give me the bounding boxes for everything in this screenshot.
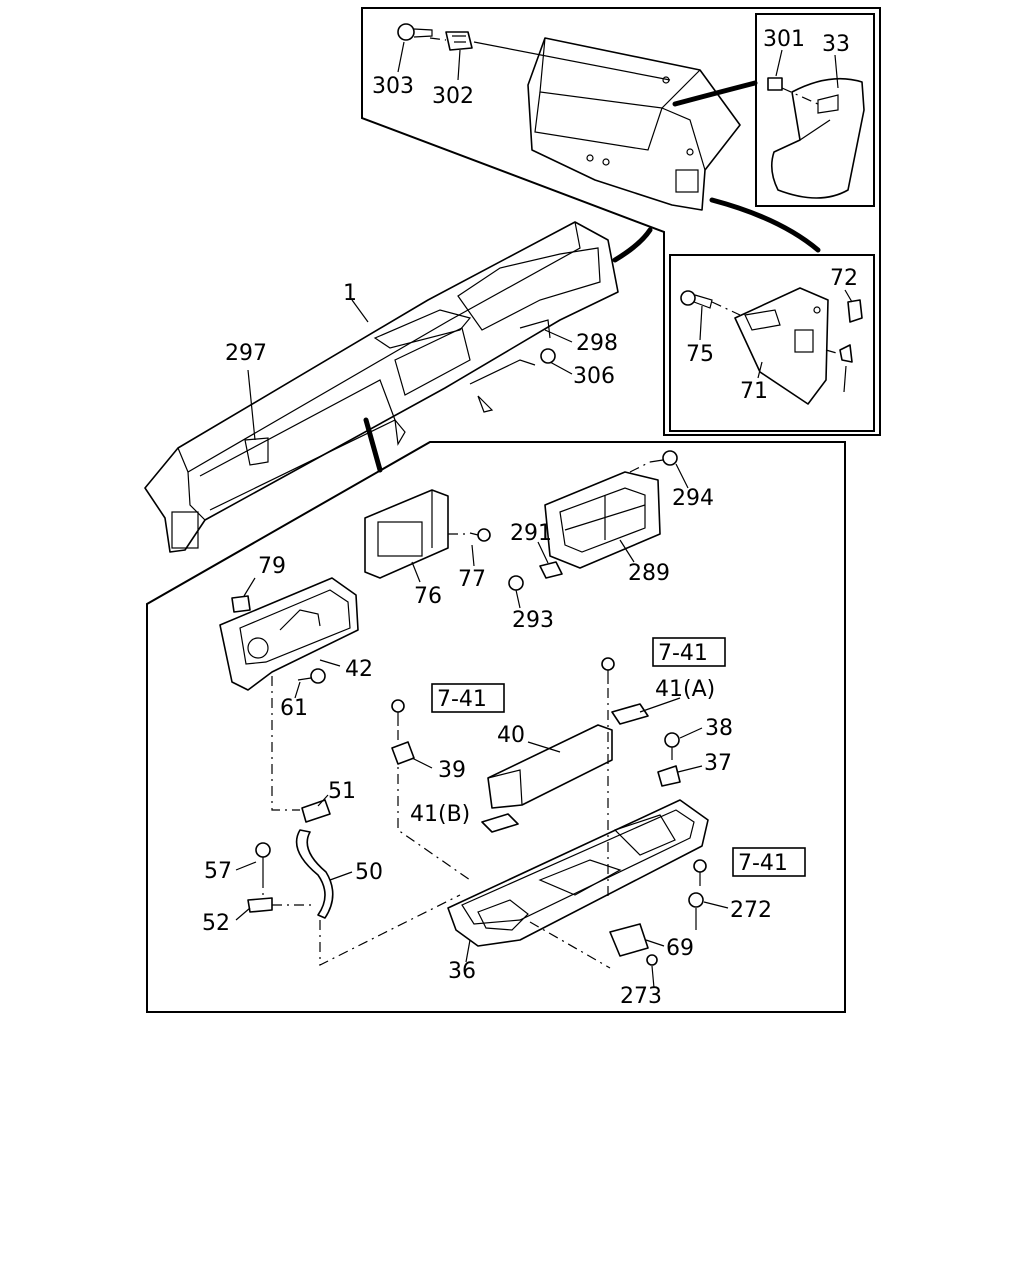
clip-301: [767, 77, 783, 91]
callout-293: 293: [512, 608, 554, 633]
callout-41a: 41(A): [655, 677, 715, 702]
bezel-76: [364, 489, 449, 579]
callout-291: 291: [510, 521, 552, 546]
screw-7-41-c: [693, 859, 707, 886]
callout-303: 303: [372, 74, 414, 99]
callout-294: 294: [672, 486, 714, 511]
callout-272: 272: [730, 898, 772, 923]
callout-36: 36: [448, 959, 476, 984]
detail-box-71: [669, 254, 875, 432]
screw-293: [508, 575, 524, 591]
callout-51: 51: [328, 779, 356, 804]
console-36: [447, 799, 709, 947]
callout-33: 33: [822, 32, 850, 57]
callout-37: 37: [704, 751, 732, 776]
screw-7-41-b: [391, 699, 405, 726]
clip-72: [847, 299, 863, 323]
screw-75: [680, 290, 713, 309]
callout-75: 75: [686, 342, 714, 367]
gasket-41a: [611, 703, 649, 725]
callout-38: 38: [705, 716, 733, 741]
vent-289: [544, 471, 661, 569]
screw-38: [664, 732, 680, 760]
callout-52: 52: [202, 911, 230, 936]
switch-69: [609, 923, 649, 957]
screw-61: [297, 668, 326, 684]
callout-40: 40: [497, 723, 525, 748]
nut-273: [646, 954, 658, 966]
callout-306: 306: [573, 364, 615, 389]
reference-box-7-41-lower: [732, 847, 806, 877]
callout-39: 39: [438, 758, 466, 783]
upper-bracket-assembly: [527, 37, 821, 253]
callout-298: 298: [576, 331, 618, 356]
callout-61: 61: [280, 696, 308, 721]
callout-50: 50: [355, 860, 383, 885]
callout-77: 77: [458, 567, 486, 592]
housing-42: [219, 577, 359, 691]
clip-306: [540, 348, 556, 364]
arrow-lower-detail: [363, 417, 383, 473]
callout-41b: 41(B): [410, 802, 470, 827]
detail-box-33: [755, 13, 875, 207]
knob-291: [539, 561, 563, 579]
screw-77: [469, 528, 491, 542]
plug-272: [688, 892, 704, 908]
reference-box-7-41-upper: [652, 637, 726, 667]
callout-297: 297: [225, 341, 267, 366]
bracket-52: [247, 897, 273, 913]
bolt-303: [397, 23, 433, 41]
clip-302: [445, 31, 473, 51]
callout-42: 42: [345, 657, 373, 682]
bracket-39: [391, 741, 415, 765]
upper-detail-frame: [361, 7, 881, 436]
holder-40: [487, 724, 613, 809]
callout-71: 71: [740, 379, 768, 404]
callout-273: 273: [620, 984, 662, 1009]
reference-7-41-lower: 7-41: [738, 851, 788, 876]
callout-57: 57: [204, 859, 232, 884]
callout-72: 72: [830, 266, 858, 291]
reference-7-41-upper: 7-41: [658, 641, 708, 666]
connector-51: [301, 799, 331, 823]
callout-79: 79: [258, 554, 286, 579]
clip-37: [657, 765, 681, 787]
cover-33: [770, 77, 865, 199]
arrow-upper-detail: [612, 227, 653, 263]
callout-289: 289: [628, 561, 670, 586]
instrument-panel-1: [144, 221, 619, 553]
gasket-41b: [481, 813, 519, 833]
screw-393: [839, 344, 853, 363]
screw-57: [255, 842, 271, 878]
reference-7-41-middle: 7-41: [437, 687, 487, 712]
guide-302: [429, 37, 447, 41]
screw-7-41-a: [601, 657, 615, 684]
callout-76: 76: [414, 584, 442, 609]
reference-box-7-41-middle: [431, 683, 505, 713]
callout-1: 1: [343, 281, 357, 306]
screw-294: [649, 450, 678, 466]
duct-50: [295, 829, 334, 919]
clip-79: [231, 595, 251, 613]
callout-301: 301: [763, 27, 805, 52]
callout-69: 69: [666, 936, 694, 961]
lower-detail-frame: [146, 441, 846, 1013]
callout-302: 302: [432, 84, 474, 109]
